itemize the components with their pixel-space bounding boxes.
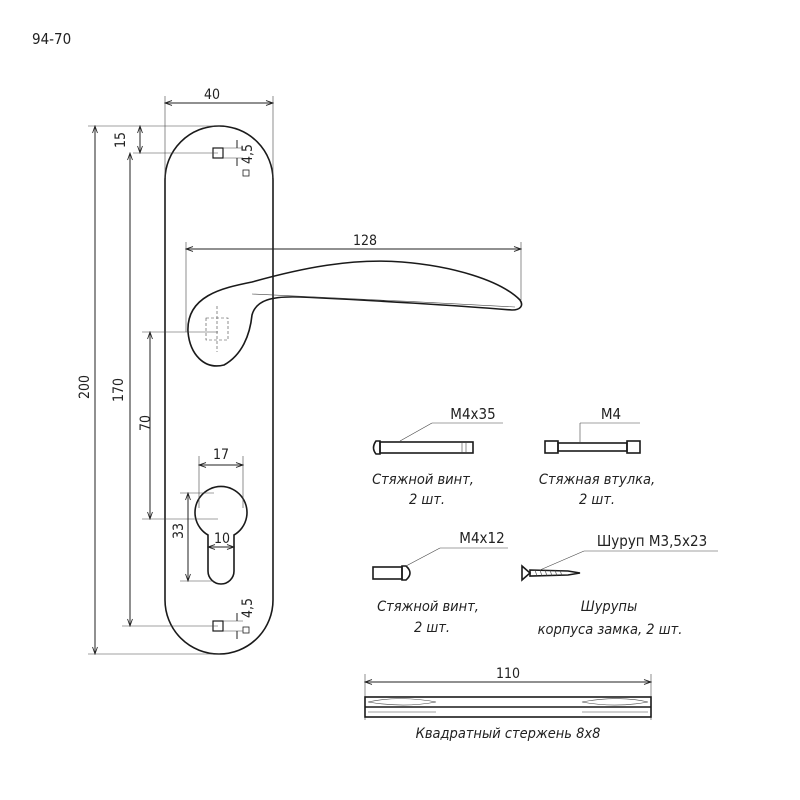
dim-cylinder-width: 17 (199, 447, 243, 508)
lever-handle (187, 260, 523, 367)
dim-hole-to-hole: 170 (111, 153, 218, 626)
part-sleeve-m4: M4 Стяжная втулка, 2 шт. (539, 405, 655, 508)
dim-rod-length: 110 (496, 666, 520, 682)
svg-text:Шурупы: Шурупы (581, 599, 638, 615)
svg-text:Стяжной винт,: Стяжной винт, (377, 599, 479, 615)
spec-wood-screw: Шуруп М3,5х23 (597, 532, 707, 550)
svg-text:40: 40 (204, 87, 220, 103)
svg-text:Стяжная втулка,: Стяжная втулка, (539, 472, 655, 488)
svg-text:70: 70 (138, 415, 154, 431)
svg-text:10: 10 (214, 531, 230, 547)
dim-handle-to-cylinder: 70 (138, 332, 218, 519)
dim-total-height: 200 (77, 126, 220, 654)
svg-text:Квадратный стержень 8х8: Квадратный стержень 8х8 (416, 726, 601, 742)
svg-text:2 шт.: 2 шт. (414, 620, 450, 636)
dim-top-offset: 15 (113, 126, 218, 153)
drawing-code: 94-70 (32, 30, 71, 48)
svg-text:33: 33 (171, 523, 187, 539)
svg-text:128: 128 (353, 233, 377, 249)
part-screw-m4x12: M4x12 Стяжной винт, 2 шт. (372, 529, 508, 636)
cylinder-cutout (194, 485, 248, 585)
dim-hole-size-bottom: 4,5 (223, 598, 256, 639)
svg-text:корпуса замка, 2 шт.: корпуса замка, 2 шт. (538, 622, 683, 638)
svg-text:2 шт.: 2 шт. (579, 492, 615, 508)
spec-m4x12: M4x12 (459, 529, 504, 547)
svg-text:17: 17 (213, 447, 229, 463)
svg-text:2 шт.: 2 шт. (409, 492, 445, 508)
spec-m4x35: M4x35 (450, 405, 495, 423)
svg-text:200: 200 (77, 375, 93, 399)
part-square-rod: 110 Квадратный стержень 8х8 (365, 666, 651, 742)
dim-plate-width: 40 (165, 87, 273, 178)
dim-hole-size-top: 4,5 (223, 140, 256, 166)
dim-cylinder-height: 33 (171, 493, 214, 581)
part-screw-m4x35: M4x35 Стяжной винт, 2 шт. (372, 405, 503, 508)
svg-text:15: 15 (113, 132, 129, 148)
spec-m4: M4 (601, 405, 621, 423)
svg-text:170: 170 (111, 378, 127, 402)
svg-text:Стяжной винт,: Стяжной винт, (372, 472, 474, 488)
svg-text:4,5: 4,5 (240, 598, 256, 618)
svg-text:4,5: 4,5 (240, 144, 256, 164)
back-plate (164, 125, 274, 655)
part-wood-screw: Шуруп М3,5х23 Шурупы корпуса замка, 2 шт… (521, 532, 718, 638)
dim-handle-length: 128 (186, 233, 521, 332)
dim-cylinder-slot: 10 (208, 531, 234, 547)
